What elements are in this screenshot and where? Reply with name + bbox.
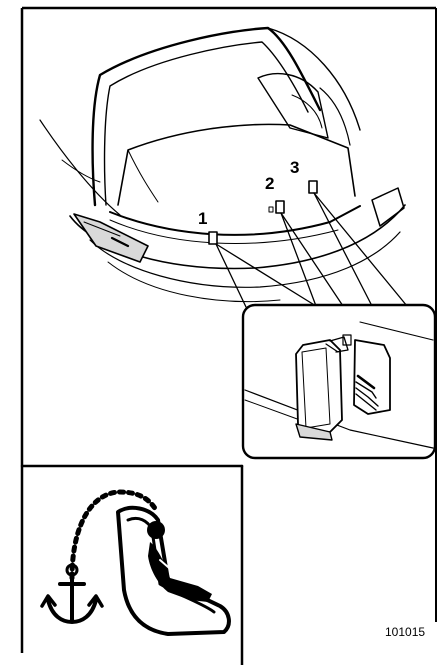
callout-2: 2 bbox=[265, 174, 274, 193]
callout-1: 1 bbox=[198, 209, 207, 228]
child-seat-tether-anchor-icon bbox=[22, 466, 242, 665]
anchor-icon bbox=[42, 565, 102, 622]
anchor-slot-2 bbox=[276, 201, 284, 213]
anchor-slot-3 bbox=[309, 181, 317, 193]
figure-code: 101015 bbox=[385, 625, 425, 639]
child-seat-icon bbox=[118, 508, 229, 634]
car-cargo-area-illustration bbox=[40, 28, 407, 307]
callout-3: 3 bbox=[290, 158, 299, 177]
anchor-cover-detail bbox=[243, 305, 435, 458]
anchor-slot-1 bbox=[209, 232, 217, 244]
